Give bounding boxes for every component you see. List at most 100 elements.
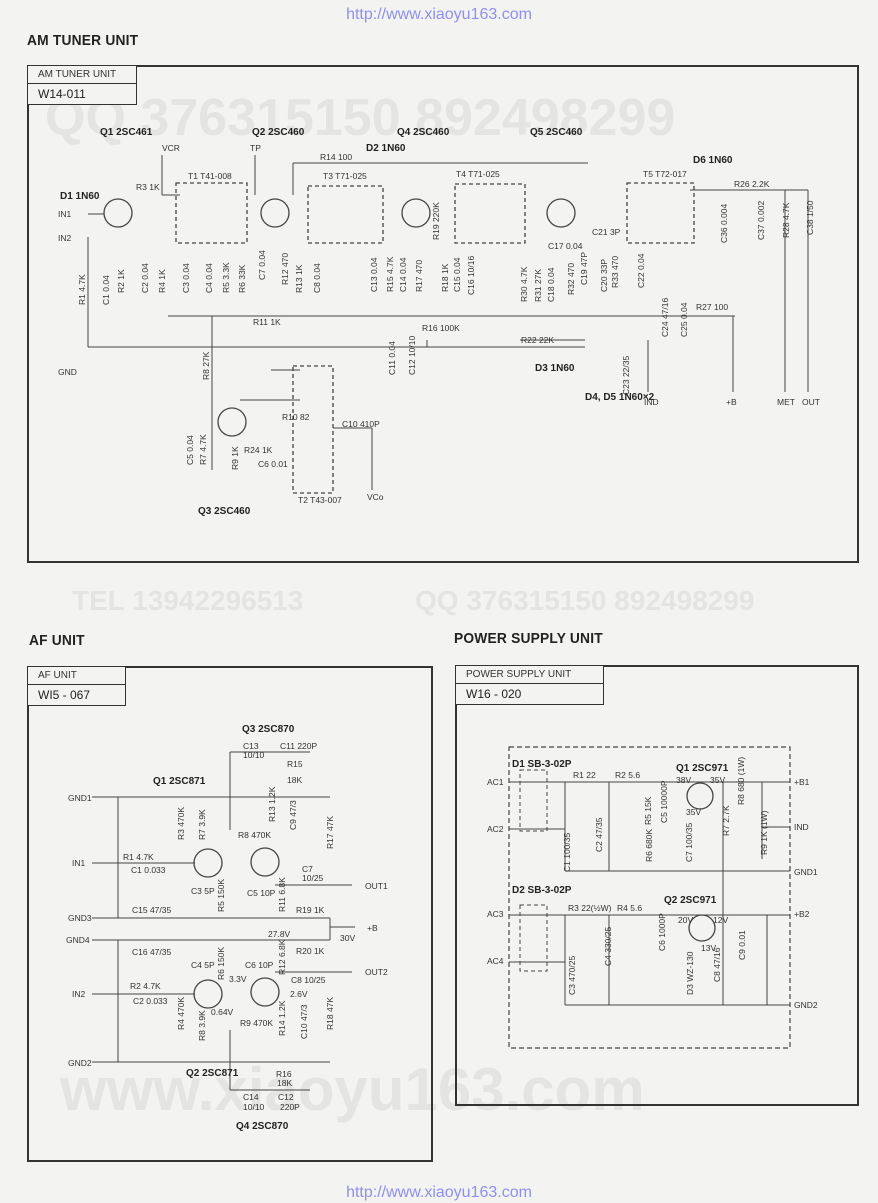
power-supply-title: POWER SUPPLY UNIT	[454, 630, 603, 647]
am-tuner-component-label: IND	[644, 397, 659, 407]
power-supply-component-label: Q2 2SC971	[664, 895, 717, 906]
af-unit-component-label: GND4	[66, 935, 90, 945]
af-unit-component-label: R18 47K	[325, 996, 335, 1030]
am-tuner-component-label: D3 1N60	[535, 363, 575, 374]
af-unit-component-label: Q1 2SC871	[153, 776, 206, 787]
am-tuner-component-label: C38 1/50	[805, 200, 815, 236]
watermark-url-bottom: http://www.xiaoyu163.com	[346, 1184, 532, 1201]
am-tuner-component-label: C37 0.002	[756, 200, 766, 240]
af-unit-component-label: 10/10	[243, 1102, 265, 1112]
am-tuner-component-label: R30 4.7K	[519, 266, 529, 302]
power-supply-wiring	[508, 746, 791, 1049]
power-supply-component-label: 38V	[676, 775, 692, 785]
af-unit-component-label: C3 5P	[191, 886, 215, 896]
power-supply-component-label: 35V	[710, 775, 726, 785]
af-unit-component-label: IN1	[72, 858, 86, 868]
watermark-qq-2: QQ 376315150 892498299	[415, 585, 755, 616]
am-tuner-component-label: R10 82	[282, 412, 310, 422]
power-supply-component-label: R4 5.6	[617, 903, 643, 913]
af-unit-component-label: GND1	[68, 793, 92, 803]
am-tuner-component-label: R14 100	[320, 152, 353, 162]
power-supply-component-label: AC2	[487, 824, 504, 834]
af-unit-component-label: C9 47/3	[288, 800, 298, 830]
power-supply-component-label: C9 0.01	[737, 930, 747, 960]
am-tuner-component-label: R17 470	[414, 259, 424, 292]
watermark-www: www.xiaoyu163.com	[60, 1056, 645, 1123]
af-unit-component-label: C11 220P	[280, 741, 318, 751]
af-unit-component-label: C12	[278, 1092, 294, 1102]
af-unit-component-label: Q4 2SC870	[236, 1121, 289, 1132]
power-supply-component-label: D3 WZ-130	[685, 951, 695, 995]
tag-name: AM TUNER UNIT	[28, 66, 136, 84]
power-supply-component-label: C1 100/35	[562, 832, 572, 872]
af-unit-component-label: IN2	[72, 989, 86, 999]
tag-code: W16 - 020	[466, 687, 522, 701]
power-supply-component-label: C2 47/35	[594, 817, 604, 853]
power-supply-component-label: AC3	[487, 909, 504, 919]
am-tuner-component-label: C24 47/16	[660, 297, 670, 337]
am-tuner-component-label: C11 0.04	[387, 341, 397, 375]
am-tuner-component-label: R6 33K	[237, 264, 247, 293]
power-supply-component-label: GND1	[794, 867, 818, 877]
power-supply-component-label: R1 22	[573, 770, 596, 780]
af-unit-component-label: 27.8V	[268, 929, 291, 939]
am-tuner-component-label: VCR	[162, 143, 180, 153]
power-supply-component-label: +B1	[794, 777, 810, 787]
am-tuner-component-label: C7 0.04	[257, 250, 267, 280]
power-supply-component-label: R2 5.6	[615, 770, 641, 780]
af-unit-component-label: C8 10/25	[291, 975, 326, 985]
af-unit-component-label: R16	[276, 1069, 292, 1079]
am-tuner-component-label: C25 0.04	[679, 302, 689, 338]
am-tuner-component-label: R24 1K	[244, 445, 273, 455]
am-tuner-component-label: C4 0.04	[204, 263, 214, 293]
af-unit-component-label: R15	[287, 759, 303, 769]
af-unit-component-label: C15 47/35	[132, 905, 172, 915]
af-unit-component-label: +B	[367, 923, 378, 933]
power-supply-component-label: R7 2.7K	[721, 805, 731, 836]
am-tuner-component-label: R33 470	[610, 255, 620, 288]
power-supply-tag: POWER SUPPLY UNIT W16 - 020	[455, 665, 604, 705]
power-supply-component-label: 35V	[686, 807, 702, 817]
am-tuner-component-label: GND	[58, 367, 77, 377]
am-tuner-component-label: D1 1N60	[60, 191, 100, 202]
am-tuner-component-label: C6 0.01	[258, 459, 288, 469]
am-tuner-component-label: C14 0.04	[398, 257, 408, 293]
am-tuner-component-label: C1 0.04	[101, 275, 111, 305]
am-tuner-component-label: Q2 2SC460	[252, 127, 305, 138]
af-unit-component-label: R17 47K	[325, 815, 335, 849]
af-unit-component-label: R8 3.9K	[197, 1010, 207, 1041]
power-supply-component-label: 13V	[701, 943, 717, 953]
af-unit-component-label: 0.64V	[211, 1007, 234, 1017]
am-tuner-panel: AM TUNER UNIT W14-011	[27, 65, 859, 563]
af-unit-component-label: 10/25	[302, 873, 324, 883]
power-supply-component-label: 20V	[678, 915, 694, 925]
tag-name: POWER SUPPLY UNIT	[456, 666, 603, 684]
power-supply-component-label: D2 SB-3-02P	[512, 885, 572, 896]
af-unit-component-label: GND2	[68, 1058, 92, 1068]
power-supply-component-label: C6 1000P	[657, 913, 667, 951]
power-supply-component-label: AC1	[487, 777, 504, 787]
power-supply-component-label: AC4	[487, 956, 504, 966]
power-supply-component-label: GND2	[794, 1000, 818, 1010]
am-tuner-component-label: C18 0.04	[546, 267, 556, 303]
power-supply-component-label: Q1 2SC971	[676, 763, 729, 774]
af-unit-component-label: 2.6V	[290, 989, 308, 999]
am-tuner-component-label: OUT	[802, 397, 820, 407]
am-tuner-component-label: R11 1K	[253, 317, 281, 327]
tag-name: AF UNIT	[28, 667, 125, 685]
am-tuner-component-label: C36 0.004	[719, 203, 729, 243]
power-supply-component-label: C7 100/35	[684, 822, 694, 862]
watermark-url-top: http://www.xiaoyu163.com	[346, 6, 532, 23]
am-tuner-component-label: C2 0.04	[140, 263, 150, 293]
am-tuner-wiring	[87, 155, 809, 494]
power-supply-component-label: C4 330/25	[603, 926, 613, 966]
af-unit-component-label: C16 47/35	[132, 947, 172, 957]
af-unit-component-label: R2 4.7K	[130, 981, 161, 991]
power-supply-component-label: IND	[794, 822, 809, 832]
am-tuner-component-label: R7 4.7K	[198, 434, 208, 465]
am-tuner-component-label: R5 3.3K	[221, 262, 231, 293]
af-unit-component-label: C10 47/3	[299, 1004, 309, 1040]
af-unit-component-label: R8 470K	[238, 830, 272, 840]
am-tuner-component-label: C17 0.04	[548, 241, 583, 251]
am-tuner-component-label: R32 470	[566, 262, 576, 295]
